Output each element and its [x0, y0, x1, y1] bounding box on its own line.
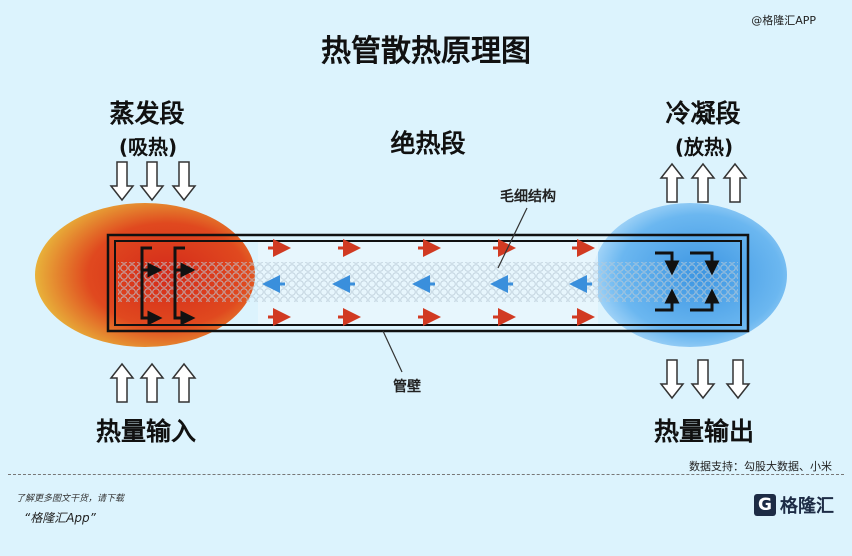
condensation-flow-icons: [655, 251, 720, 312]
heat-out-arrows-top: [659, 162, 748, 203]
adiabatic-label: 绝热段: [390, 129, 466, 158]
page-title: 热管散热原理图: [321, 34, 531, 69]
wall-leader-line: [382, 330, 403, 373]
heat-input-label: 热量输入: [95, 417, 197, 446]
evaporator-sub-label: (吸热): [118, 135, 178, 159]
logo-icon: G: [754, 494, 776, 516]
data-source: 数据支持：勾股大数据、小米: [689, 460, 832, 473]
capillary-label: 毛细结构: [500, 189, 556, 205]
divider: [8, 474, 844, 475]
promo-line: 了解更多图文干货，请下载: [16, 494, 125, 504]
vapor-flow-arrows: [268, 239, 595, 326]
capillary-leader-line: [497, 207, 528, 269]
logo-text: 格隆汇: [780, 496, 834, 517]
heat-in-arrows-bottom: [109, 362, 197, 403]
condenser-sub-label: (放热): [674, 135, 734, 159]
watermark: @格隆汇APP: [751, 14, 816, 27]
condenser-label: 冷凝段: [665, 99, 741, 128]
evaporator-label: 蒸发段: [109, 99, 185, 128]
heat-in-arrows-top: [109, 161, 197, 202]
wall-label: 管壁: [393, 379, 421, 395]
heat-out-arrows-bottom: [659, 359, 751, 400]
heat-output-label: 热量输出: [653, 417, 755, 446]
app-name: “格隆汇App”: [24, 511, 96, 525]
evaporation-flow-icons: [140, 246, 196, 326]
brand-logo: G 格隆汇: [754, 492, 834, 518]
